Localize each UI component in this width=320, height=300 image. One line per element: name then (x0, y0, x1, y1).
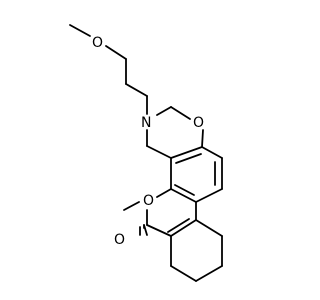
carbonyl-oxygen-label: O (114, 232, 125, 248)
bond-ar-1-inner (175, 153, 202, 164)
bond-ch2-aromatic (146, 145, 172, 159)
bond-ar-1 (170, 146, 203, 159)
bond-ch2-ch2-b (125, 83, 148, 97)
methoxy-oxygen-label: O (92, 35, 103, 51)
bond-ar-2 (201, 146, 223, 159)
bond-cy-3 (195, 265, 223, 282)
molecule-structure-diagram: O N O O O (69, 24, 223, 282)
bond-ar-5-inner (174, 184, 195, 196)
bond-o-ch2 (105, 45, 127, 60)
bond-methyl-o (69, 24, 91, 37)
atom-labels: O N O O O (92, 35, 204, 248)
nitrogen-label: N (141, 115, 151, 131)
bond-alkene-carbonyl (146, 224, 172, 237)
bond-cy-1 (195, 219, 223, 237)
lactone-oxygen-label: O (143, 193, 154, 209)
bond-lactone-o-carbonyl (123, 201, 140, 211)
bond-n-ch2-top (156, 106, 172, 116)
bond-ch2-o-ring (170, 106, 191, 120)
bond-ar-4 (195, 188, 223, 203)
bond-cy-4 (170, 265, 197, 282)
bond-ar-5 (170, 188, 197, 203)
bonds (69, 24, 223, 282)
bond-alkene-1-inner (167, 218, 190, 233)
bond-ar-lactone-o (156, 188, 172, 198)
bond-o-aromatic (201, 129, 204, 148)
bond-alkene-1 (170, 219, 197, 237)
oxazine-oxygen-label: O (193, 115, 204, 131)
